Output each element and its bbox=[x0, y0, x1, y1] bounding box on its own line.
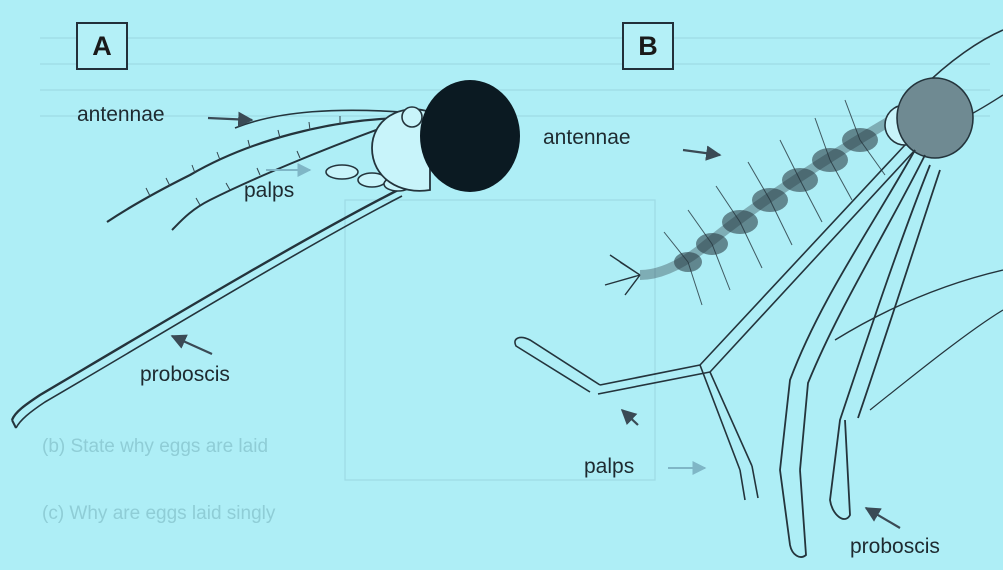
arrow-a-proboscis bbox=[172, 336, 212, 354]
panel-b-proboscis-label: proboscis bbox=[850, 535, 940, 559]
faint-arrows bbox=[266, 170, 705, 468]
arrow-b-palps-up bbox=[622, 410, 638, 425]
palps-b bbox=[515, 145, 915, 500]
eye-b bbox=[897, 78, 973, 158]
panel-b-letter: B bbox=[622, 22, 674, 70]
panel-b-palps-label: palps bbox=[584, 455, 634, 479]
background-text-line-1: (b) State why eggs are laid bbox=[42, 436, 268, 458]
eye-a bbox=[420, 80, 520, 192]
background-text-line-2: (c) Why are eggs laid singly bbox=[42, 503, 275, 525]
panel-b-antennae-label: antennae bbox=[543, 126, 631, 150]
panel-a-palps-label: palps bbox=[244, 179, 294, 203]
arrow-b-proboscis bbox=[866, 508, 900, 528]
arrow-b-antennae bbox=[683, 150, 720, 155]
proboscis-b bbox=[780, 150, 940, 557]
panel-a-letter: A bbox=[76, 22, 128, 70]
panel-a-illustration bbox=[12, 80, 520, 428]
arrow-a-antennae bbox=[208, 118, 252, 120]
background-page-lines bbox=[40, 38, 990, 480]
panel-a-antennae-label: antennae bbox=[77, 103, 165, 127]
panel-a-proboscis-label: proboscis bbox=[140, 363, 230, 387]
